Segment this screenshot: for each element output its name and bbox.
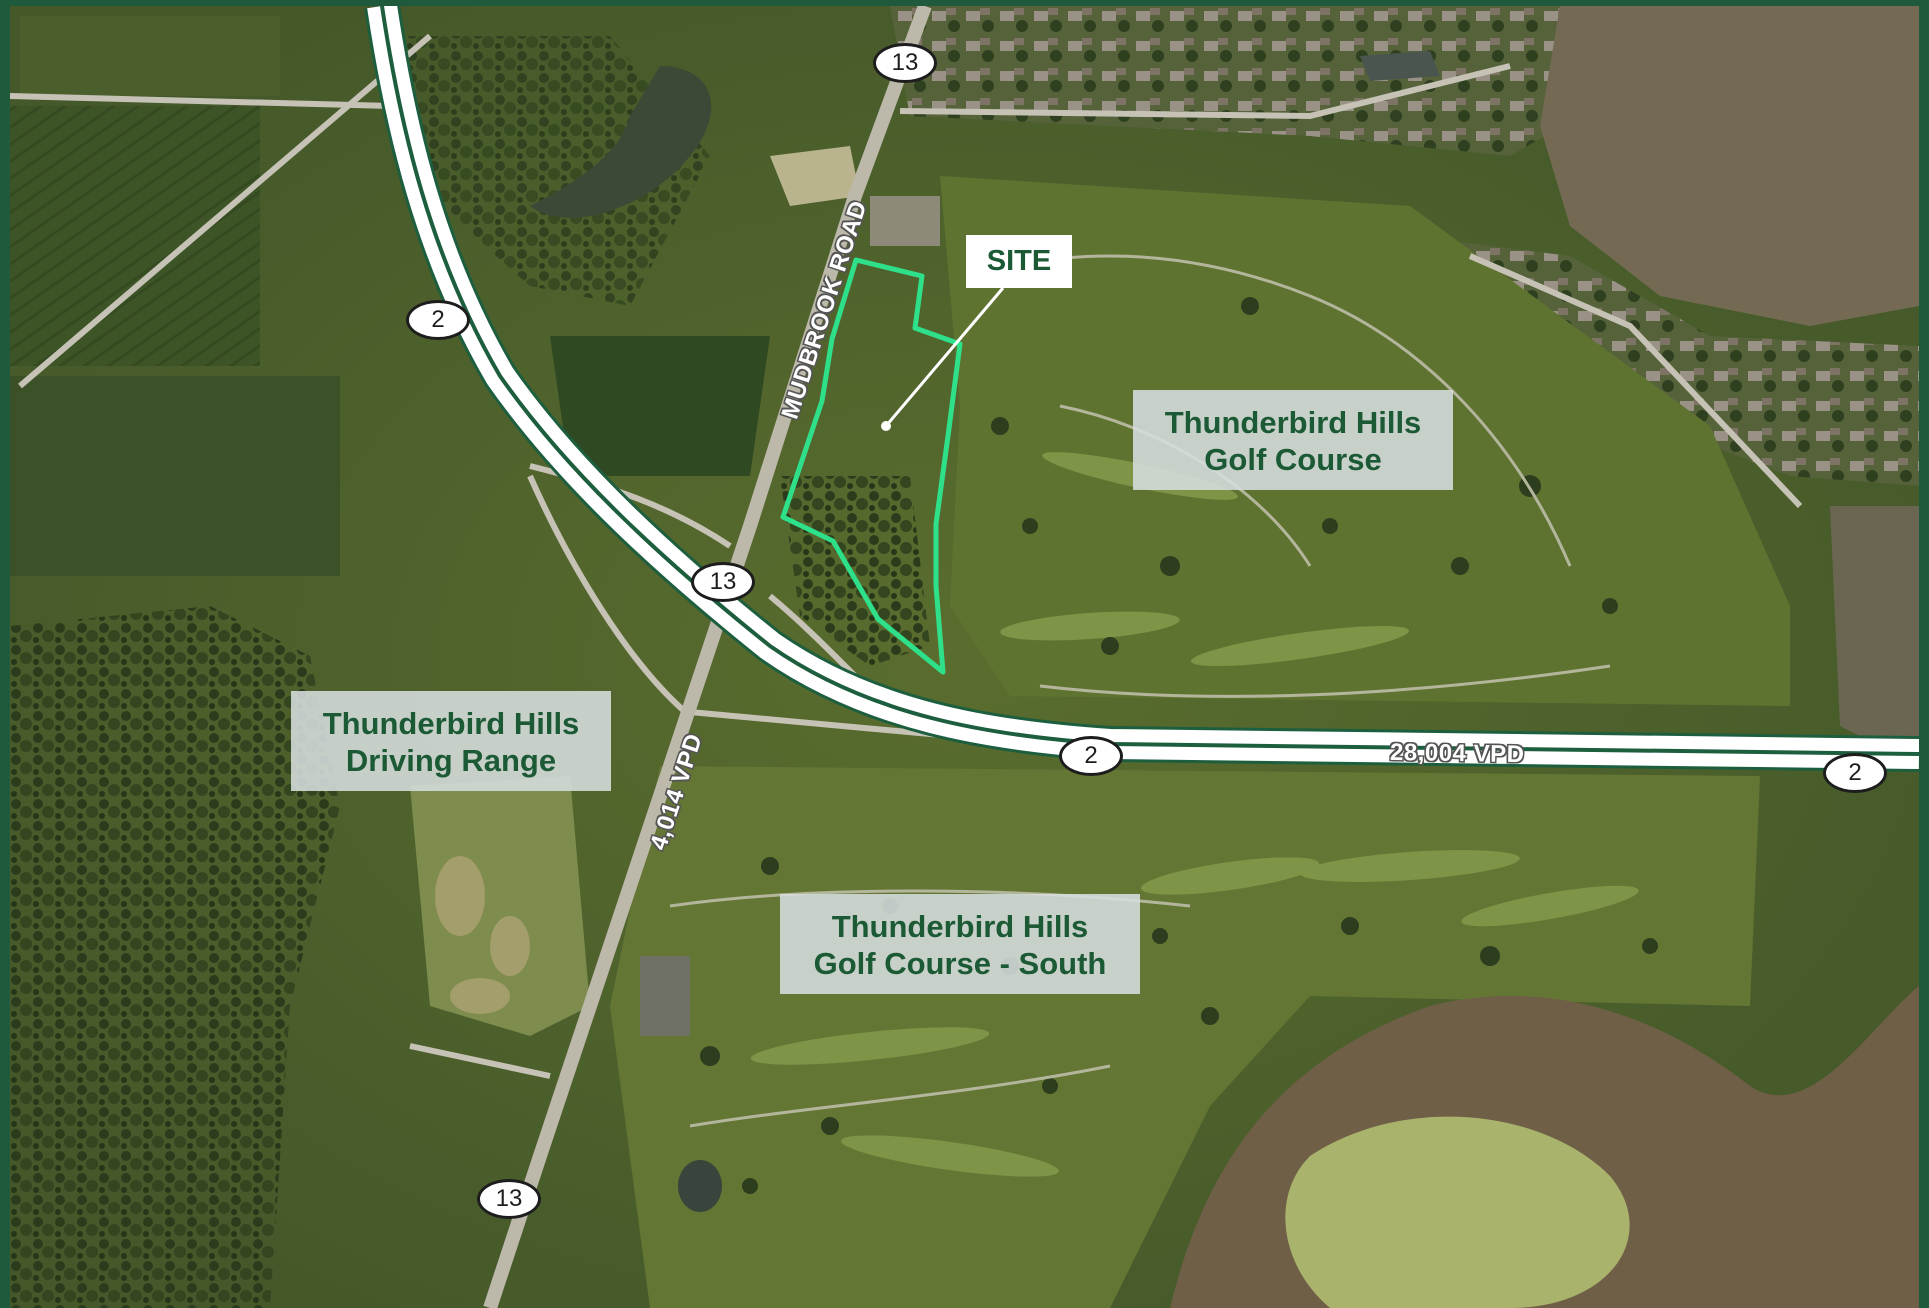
site-pointer-dot	[881, 421, 891, 431]
route-shield-2-west[interactable]: 2	[406, 300, 470, 340]
driving-range-targets	[435, 856, 530, 1014]
field-green	[550, 336, 770, 476]
route-shield-13-center[interactable]: 13	[691, 562, 755, 602]
parking-lot-south	[640, 956, 690, 1036]
farm-field-nw	[10, 106, 260, 366]
local-roads	[10, 33, 1803, 1079]
route-shield-13-north[interactable]: 13	[873, 43, 937, 83]
lake-east	[1830, 506, 1919, 766]
aerial-map[interactable]: SITE Thunderbird Hills Golf Course Thund…	[10, 6, 1919, 1308]
forest-north	[390, 36, 710, 306]
woods-site	[780, 476, 930, 666]
driving-range-ground	[410, 776, 590, 1036]
residential-north	[890, 6, 1710, 156]
label-golf-course-south-line1: Thunderbird Hills	[831, 909, 1089, 944]
route-2-traffic-label: 28,004 VPD	[1389, 738, 1525, 769]
label-golf-course-south[interactable]: Thunderbird Hills Golf Course - South	[780, 894, 1140, 994]
creek-north	[530, 66, 712, 218]
site-pointer-line	[884, 287, 1005, 427]
route-shield-13-south[interactable]: 13	[477, 1179, 541, 1219]
aerial-imagery	[10, 6, 1919, 1308]
label-driving-range[interactable]: Thunderbird Hills Driving Range	[291, 691, 611, 791]
site-boundary	[780, 257, 963, 675]
route-13-road	[483, 6, 932, 1308]
lake-northeast	[1540, 6, 1919, 326]
label-golf-course-line1: Thunderbird Hills	[1164, 405, 1422, 440]
pond-north	[1360, 51, 1440, 81]
label-driving-range-line1: Thunderbird Hills	[322, 706, 580, 741]
route-shield-2-center[interactable]: 2	[1059, 736, 1123, 776]
route-2-highway	[364, 6, 1919, 772]
bare-ground	[770, 146, 860, 206]
label-golf-course-line2: Golf Course	[1204, 442, 1382, 477]
label-golf-course[interactable]: Thunderbird Hills Golf Course	[1133, 390, 1453, 490]
parking-lot-north	[870, 196, 940, 246]
label-driving-range-line2: Driving Range	[345, 743, 557, 778]
river-island	[1285, 1116, 1630, 1308]
route-shield-2-east[interactable]: 2	[1823, 753, 1887, 793]
field-north	[20, 16, 280, 96]
farm-field-west	[10, 376, 340, 576]
site-callout[interactable]: SITE	[966, 235, 1072, 288]
label-golf-course-south-line2: Golf Course - South	[813, 946, 1107, 981]
forest-west	[10, 606, 340, 1308]
pond-south	[678, 1160, 722, 1212]
